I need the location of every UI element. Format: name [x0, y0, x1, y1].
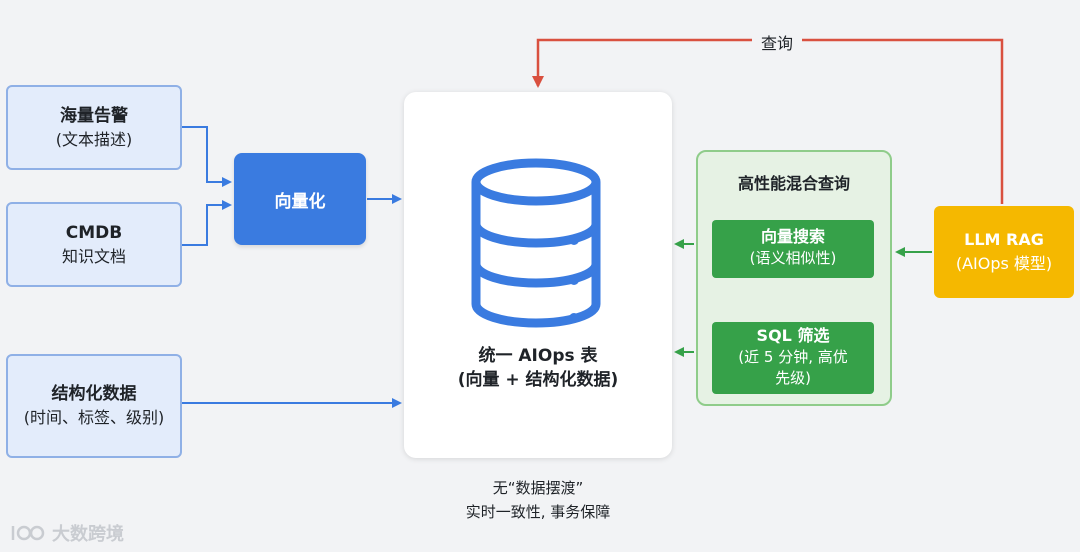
vectorize-box: 向量化: [234, 153, 366, 245]
source-cmdb-box: CMDB 知识文档: [6, 202, 182, 287]
source-structured-sub: (时间、标签、级别): [23, 408, 165, 427]
hybrid-query-panel: 高性能混合查询 向量搜索 (语义相似性) SQL 筛选 (近 5 分钟, 高优 …: [696, 150, 892, 406]
watermark-text: 大数跨境: [52, 524, 124, 545]
watermark-logo-icon: [11, 525, 45, 541]
source-alerts-sub: (文本描述): [55, 129, 133, 149]
sql-filter-sub-line-1: (近 5 分钟, 高优: [738, 348, 848, 366]
llm-rag-sub: (AIOps 模型): [955, 254, 1053, 273]
hybrid-query-title: 高性能混合查询: [737, 174, 850, 193]
sql-filter-title: SQL 筛选: [756, 326, 830, 345]
llm-rag-box: LLM RAG (AIOps 模型): [934, 206, 1074, 298]
source-structured-title: 结构化数据: [51, 384, 137, 404]
vector-search-title: 向量搜索: [760, 227, 825, 246]
source-structured-box: 结构化数据 (时间、标签、级别): [6, 354, 182, 458]
llm-rag-title: LLM RAG: [964, 230, 1044, 249]
unified-table-card: 统一 AIOps 表 (向量 + 结构化数据): [404, 92, 672, 458]
source-alerts-box: 海量告警 (文本描述): [6, 85, 182, 170]
arrow-alerts-to-vectorize: [182, 126, 232, 187]
source-alerts-title: 海量告警: [60, 105, 128, 126]
unified-table-title: 统一 AIOps 表: [478, 346, 598, 366]
caption-line-2: 实时一致性, 事务保障: [465, 503, 611, 521]
unified-table-subtitle: (向量 + 结构化数据): [457, 370, 619, 390]
arrow-cmdb-to-vectorize: [182, 200, 232, 246]
vector-search-box: 向量搜索 (语义相似性): [712, 220, 874, 278]
database-icon: [471, 158, 601, 328]
query-label: 查询: [752, 30, 802, 54]
vectorize-label: 向量化: [274, 191, 326, 212]
source-cmdb-sub: 知识文档: [61, 246, 126, 266]
watermark: 大数跨境: [10, 520, 124, 546]
sql-filter-box: SQL 筛选 (近 5 分钟, 高优 先级): [712, 322, 874, 394]
source-cmdb-title: CMDB: [65, 222, 123, 243]
sql-filter-sub-line-2: 先级): [775, 369, 811, 387]
vector-search-sub: (语义相似性): [749, 249, 837, 267]
caption-line-1: 无“数据摆渡”: [492, 479, 584, 497]
